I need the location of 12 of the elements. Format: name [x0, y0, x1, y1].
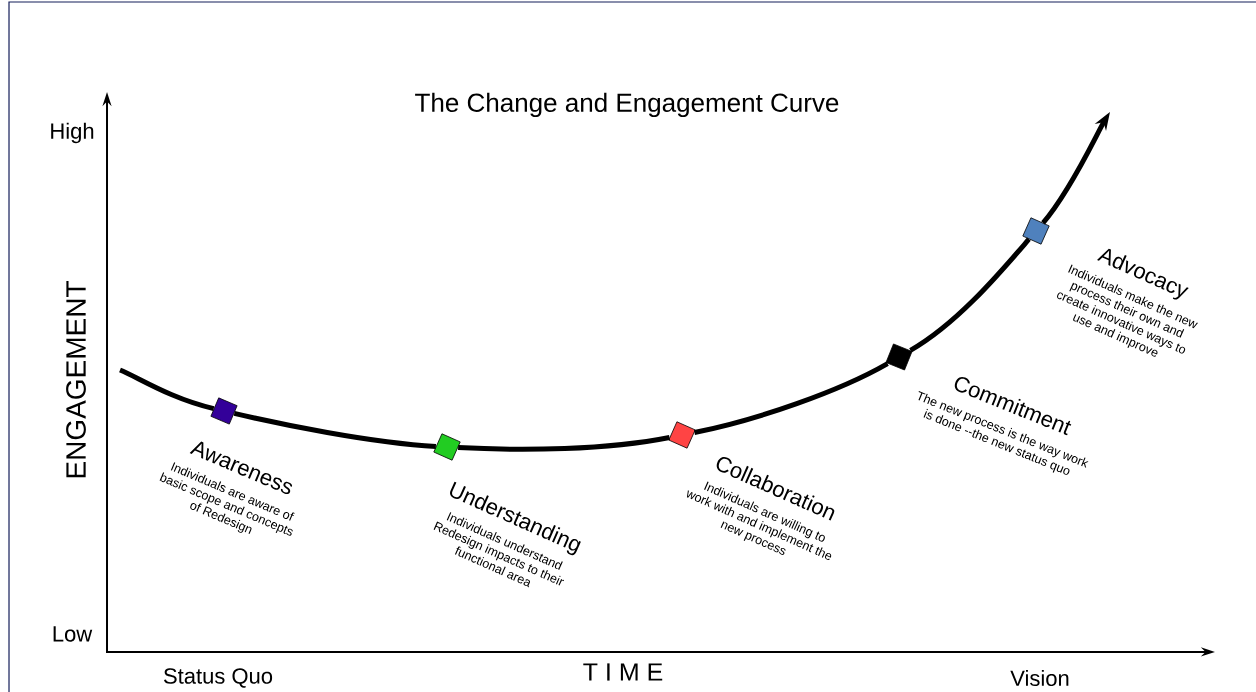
axis-label: Status Quo — [164, 668, 273, 688]
axis-label: Low — [53, 626, 93, 642]
curve-segment — [233, 410, 437, 449]
curve-segment — [119, 367, 215, 411]
curve-segment — [693, 361, 889, 435]
title: The Change and Engagement Curve — [415, 92, 839, 118]
curve-segment — [458, 435, 670, 452]
axis-label: Vision — [1010, 669, 1069, 687]
axis-title: ENGAGEMENT — [66, 281, 86, 478]
axis-label: High — [51, 122, 94, 144]
axis-title: T I M E — [583, 663, 663, 681]
curve-segment — [909, 237, 1031, 353]
